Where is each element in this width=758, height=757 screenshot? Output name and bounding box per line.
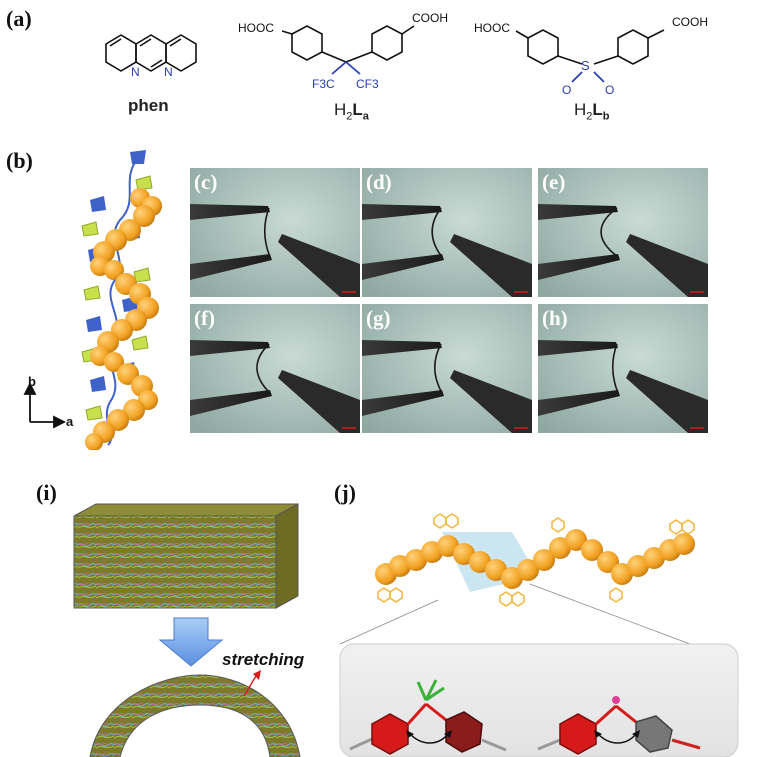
h2lb-o1: O — [562, 83, 571, 97]
panel-label-i: (i) — [36, 480, 57, 505]
micrograph-panel: (h) — [538, 304, 708, 433]
h2la-structure: HOOC COOH F3C CF3 — [238, 11, 448, 91]
panel-label-a: (a) — [6, 6, 32, 31]
h2la-name-sub1: 2 — [346, 110, 353, 123]
axis-b-label: b — [28, 376, 36, 389]
phen-structure: N N — [105, 34, 197, 79]
h2lb-name-sub2: b — [602, 110, 610, 123]
micrograph-panel: (g) — [362, 304, 532, 433]
h2la-name-l: L — [352, 100, 363, 119]
micrograph-label: (h) — [542, 306, 568, 330]
micrograph-label: (e) — [542, 170, 566, 194]
panel-label-b: (b) — [6, 148, 33, 173]
h2lb-name-sub1: 2 — [586, 110, 593, 123]
h2la-cooh: COOH — [412, 11, 448, 25]
h2la-name-h: H — [334, 100, 347, 119]
h2lb-cooh: COOH — [672, 15, 708, 29]
phen-n2: N — [164, 65, 173, 79]
h2la-f3c: F3C — [312, 77, 335, 91]
axis-a-label: a — [66, 414, 74, 429]
micrograph-panel: (e) — [538, 168, 708, 297]
panel-label-j: (j) — [334, 480, 356, 505]
h2la-name-sub2: a — [362, 110, 369, 123]
stretching-label: stretching — [222, 650, 305, 669]
micrograph-label: (f) — [194, 306, 215, 330]
phen-name: phen — [128, 96, 169, 115]
h2lb-name: H2Lb — [574, 100, 610, 122]
h2la-hooc: HOOC — [238, 21, 274, 35]
phen-n1: N — [131, 65, 140, 79]
micrograph-label: (c) — [194, 170, 218, 194]
h2la-name: H2La — [334, 100, 369, 122]
h2lb-name-l: L — [592, 100, 603, 119]
micrograph-panel: (d) — [362, 168, 532, 297]
crystal-block-illustration — [73, 503, 301, 757]
h2lb-name-h: H — [574, 100, 587, 119]
h2lb-s: S — [581, 58, 590, 73]
h2la-cf3: CF3 — [356, 77, 379, 91]
zigzag-chain-illustration — [339, 513, 739, 757]
h2lb-o2: O — [605, 83, 614, 97]
micrograph-panel: (f) — [190, 304, 360, 433]
axes-indicator: b a — [23, 376, 74, 429]
micrograph-label: (g) — [366, 306, 391, 330]
chain-structure-image — [81, 150, 162, 450]
h2lb-structure: HOOC COOH S O O — [474, 15, 708, 97]
micrograph-panel: (c) — [190, 168, 360, 297]
h2lb-hooc: HOOC — [474, 21, 510, 35]
micrograph-label: (d) — [366, 170, 392, 194]
